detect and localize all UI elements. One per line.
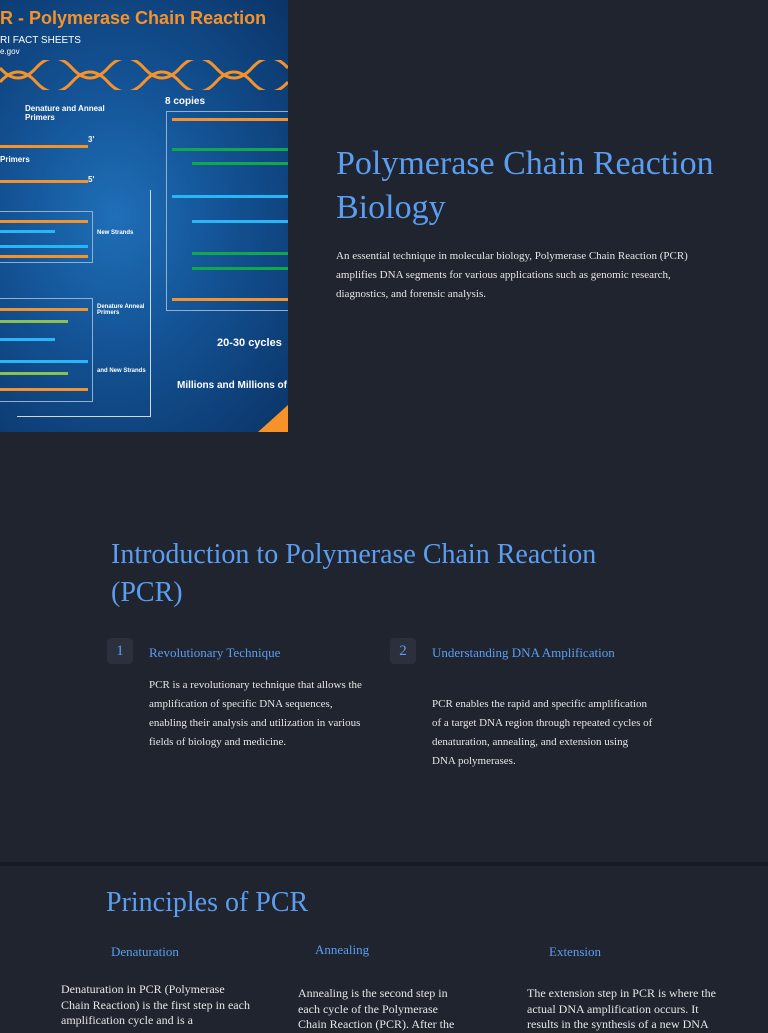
principle-title: Annealing: [315, 942, 370, 957]
pcr-infographic-image: R - Polymerase Chain Reaction RI FACT SH…: [0, 0, 288, 432]
principle-body: Annealing is the second step in each cyc…: [298, 986, 455, 1031]
page-title: Polymerase Chain Reaction Biology: [336, 145, 714, 226]
intro-item-body: PCR enables the rapid and specific ampli…: [432, 698, 653, 767]
principles-heading: Principles of PCR: [106, 887, 309, 918]
hero-description: An essential technique in molecular biol…: [336, 250, 688, 300]
section-divider: [0, 862, 768, 866]
intro-item-body: PCR is a revolutionary technique that al…: [149, 679, 362, 748]
image-subtitle: RI FACT SHEETS: [0, 35, 81, 46]
image-title: R - Polymerase Chain Reaction: [0, 8, 267, 28]
principle-title: Extension: [549, 944, 601, 959]
image-url: e.gov: [0, 47, 20, 56]
intro-heading: Introduction to Polymerase Chain Reactio…: [111, 539, 597, 608]
step-number-badge: 2: [390, 638, 416, 664]
intro-item-title: Understanding DNA Amplification: [432, 645, 615, 660]
principle-body: The extension step in PCR is where the a…: [527, 986, 716, 1031]
principle-title: Denaturation: [111, 944, 179, 959]
dna-helix: [0, 60, 288, 90]
intro-item-title: Revolutionary Technique: [149, 645, 281, 660]
step-number-badge: 1: [107, 638, 133, 664]
principle-body: Denaturation in PCR (Polymerase Chain Re…: [61, 982, 250, 1027]
